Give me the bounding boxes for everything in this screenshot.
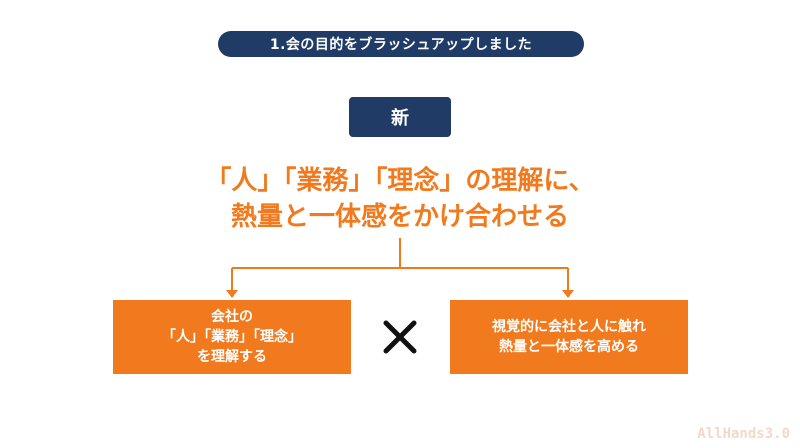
left-box-line-3: を理解する — [197, 349, 267, 365]
watermark-logo: AllHands3.0 — [697, 426, 790, 442]
multiply-icon — [376, 313, 424, 361]
right-arrowhead-icon — [562, 290, 574, 298]
left-box-line-2: 「人」「業務」「理念」 — [162, 329, 302, 345]
section-title-text: 1.会の目的をブラッシュアップしました — [269, 37, 533, 53]
right-concept-box: 視覚的に会社と人に触れ 熱量と一体感を高める — [450, 300, 688, 374]
new-badge-label: 新 — [391, 108, 409, 129]
right-box-line-2: 熱量と一体感を高める — [499, 339, 639, 355]
left-arrowhead-icon — [226, 290, 238, 298]
left-concept-box: 会社の 「人」「業務」「理念」 を理解する — [113, 300, 351, 374]
headline-line-2: 熱量と一体感をかけ合わせる — [230, 202, 569, 232]
new-badge: 新 — [349, 97, 451, 137]
headline-line-1: 「人」「業務」「理念」の理解に、 — [205, 166, 595, 196]
main-headline: 「人」「業務」「理念」の理解に、 熱量と一体感をかけ合わせる — [100, 163, 700, 235]
section-title: 1.会の目的をブラッシュアップしました — [218, 31, 584, 57]
left-box-line-1: 会社の — [211, 309, 253, 325]
right-box-line-1: 視覚的に会社と人に触れ — [492, 319, 646, 335]
